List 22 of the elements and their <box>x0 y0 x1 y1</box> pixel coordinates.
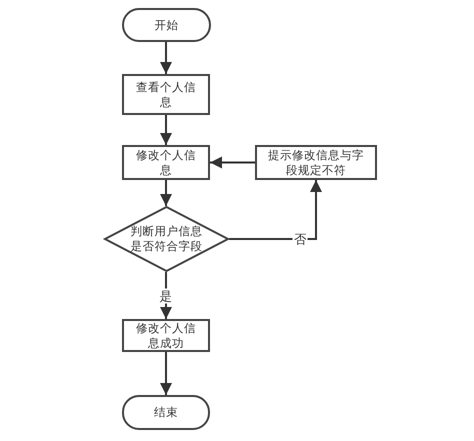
arrow <box>160 352 172 395</box>
node-text: 修改个人信息成功 <box>135 320 197 350</box>
arrow <box>160 180 172 206</box>
arrow <box>229 180 322 240</box>
node-text: 判断用户信息是否符合字段 <box>130 224 202 254</box>
terminal-node <box>122 395 210 430</box>
node-text: 提示修改信息与字段规定不符 <box>268 148 364 178</box>
node-text: 开始 <box>154 18 180 32</box>
edge-label: 是 <box>158 288 174 303</box>
arrow <box>160 115 172 145</box>
process-box <box>255 145 377 180</box>
edge-label: 否 <box>292 232 308 246</box>
arrow <box>160 42 172 74</box>
process-box <box>122 319 210 352</box>
decision-diamond <box>104 206 229 272</box>
node-text: 结束 <box>153 405 179 420</box>
process-box <box>122 145 210 180</box>
node-text: 修改个人信息 <box>135 148 197 178</box>
process-box <box>122 74 210 115</box>
node-text: 查看个人信息 <box>135 80 197 110</box>
terminal-node <box>122 8 211 42</box>
arrow <box>210 156 255 168</box>
